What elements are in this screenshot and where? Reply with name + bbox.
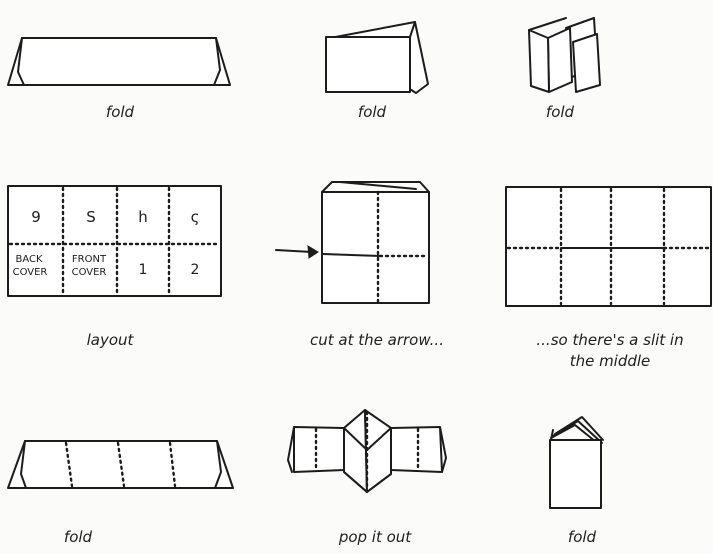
- caption-fold-1: fold: [90, 102, 150, 123]
- page-h-label: h: [138, 208, 148, 226]
- caption-fold-5: fold: [552, 527, 612, 548]
- page-s-label: S: [86, 208, 96, 226]
- step-fold-4-drawing: [8, 441, 233, 488]
- front-cover-line1: FRONT: [72, 254, 107, 265]
- front-cover-line2: COVER: [72, 267, 107, 278]
- page-1-label: 1: [139, 262, 148, 278]
- back-cover-line2: COVER: [13, 267, 48, 278]
- caption-slit-line2: the middle: [540, 351, 680, 372]
- back-cover-line1: BACK: [15, 254, 43, 265]
- caption-fold-2: fold: [342, 102, 402, 123]
- step-fold-1-drawing: [8, 38, 230, 85]
- page-9-label: 9: [31, 208, 41, 226]
- page-2-label: 2: [191, 262, 200, 278]
- step-fold-2-drawing: [326, 22, 428, 93]
- caption-layout: layout: [60, 330, 160, 351]
- caption-pop-it-out: pop it out: [320, 527, 430, 548]
- step-fold-3-drawing: [529, 18, 600, 92]
- cut-step-drawing: [276, 182, 429, 303]
- caption-cut-at-arrow: cut at the arrow...: [292, 330, 462, 351]
- slit-step-drawing: [506, 187, 711, 306]
- caption-fold-4: fold: [48, 527, 108, 548]
- caption-slit-line1: ...so there's a slit in: [510, 330, 710, 351]
- arrow-icon: [276, 246, 318, 258]
- finished-booklet-drawing: [550, 417, 603, 508]
- pop-out-drawing: [288, 410, 446, 492]
- page-sigma-label: ς: [191, 208, 200, 226]
- layout-grid-drawing: 9 S h ς BACK COVER FRONT COVER 1 2: [8, 186, 221, 296]
- caption-fold-3: fold: [530, 102, 590, 123]
